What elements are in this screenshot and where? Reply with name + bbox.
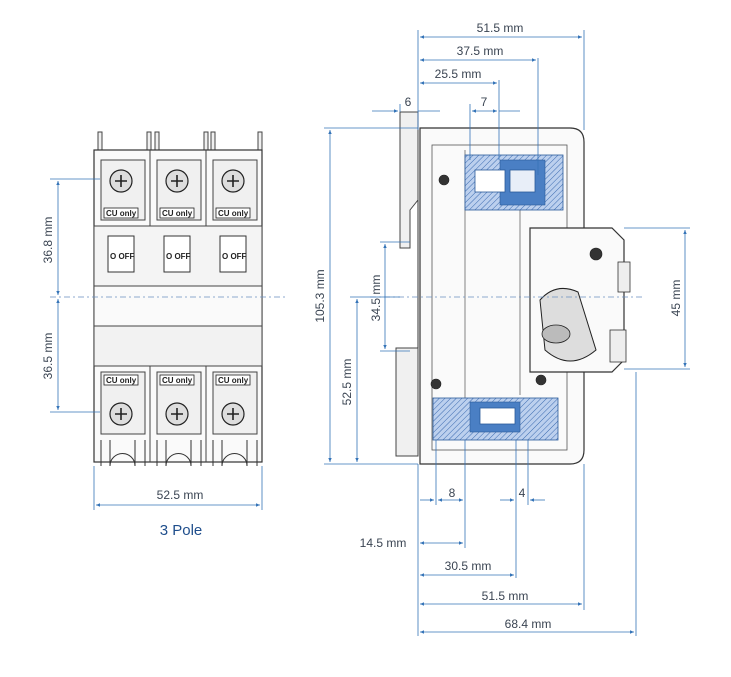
bottom-section bbox=[432, 397, 559, 441]
handle-area: O OFF O OFF O OFF bbox=[93, 225, 263, 367]
bottom-terminals: CU only CU only CU only bbox=[100, 371, 258, 467]
off-label-1: O OFF bbox=[110, 252, 135, 261]
dim-bottom-8: 8 bbox=[449, 486, 456, 500]
dim-top-51-5: 51.5 mm bbox=[477, 21, 524, 35]
top-label-3: CU only bbox=[218, 209, 249, 218]
off-label-3: O OFF bbox=[222, 252, 247, 261]
dim-bottom-14-5: 14.5 mm bbox=[360, 536, 407, 550]
bottom-label-2: CU only bbox=[162, 376, 193, 385]
dim-right-45: 45 mm bbox=[669, 280, 683, 317]
dim-bottom-51-5: 51.5 mm bbox=[482, 589, 529, 603]
dim-top-25-5: 25.5 mm bbox=[435, 67, 482, 81]
bottom-label-3: CU only bbox=[218, 376, 249, 385]
dim-front-bottom: 36.5 mm bbox=[41, 333, 55, 380]
top-label-2: CU only bbox=[162, 209, 193, 218]
top-terminals: CU only CU only CU only bbox=[100, 159, 258, 221]
top-label-1: CU only bbox=[106, 209, 137, 218]
dim-front-width: 52.5 mm bbox=[157, 488, 204, 502]
bottom-label-1: CU only bbox=[106, 376, 137, 385]
top-pins bbox=[97, 131, 263, 155]
dim-left-105-3: 105.3 mm bbox=[313, 269, 327, 322]
dim-left-34-5: 34.5 mm bbox=[369, 275, 383, 322]
dim-top-37-5: 37.5 mm bbox=[457, 44, 504, 58]
off-label-2: O OFF bbox=[166, 252, 191, 261]
dim-top-7: 7 bbox=[481, 95, 488, 109]
handle-module bbox=[529, 227, 631, 373]
caption-3-pole: 3 Pole bbox=[160, 522, 203, 539]
dim-top-6: 6 bbox=[405, 95, 412, 109]
front-view: CU only CU only CU only O OFF O OFF O OF… bbox=[41, 131, 285, 539]
top-section bbox=[464, 154, 564, 211]
dim-bottom-30-5: 30.5 mm bbox=[445, 559, 492, 573]
dim-front-top: 36.8 mm bbox=[41, 217, 55, 264]
dim-bottom-68-4: 68.4 mm bbox=[505, 617, 552, 631]
dim-left-52-5: 52.5 mm bbox=[340, 359, 354, 406]
dim-bottom-4: 4 bbox=[519, 486, 526, 500]
side-view: 51.5 mm 37.5 mm 25.5 mm 7 6 105.3 mm 52.… bbox=[313, 21, 690, 636]
